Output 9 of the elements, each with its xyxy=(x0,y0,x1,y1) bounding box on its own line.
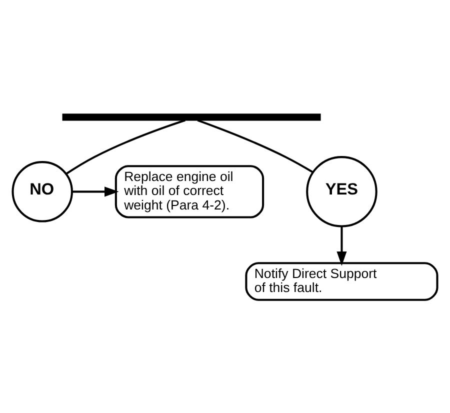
node-box: Replace engine oil with oil of correct weight (Para 4-2). xyxy=(114,164,264,218)
node-circle: YES xyxy=(306,156,378,227)
arrow xyxy=(72,186,119,196)
node-box: Notify Direct Support of this fault. xyxy=(245,262,438,300)
arrow xyxy=(336,226,347,266)
connector xyxy=(66,118,186,174)
node-box xyxy=(62,113,321,120)
connector xyxy=(197,118,314,173)
node-circle: NO xyxy=(12,160,73,222)
